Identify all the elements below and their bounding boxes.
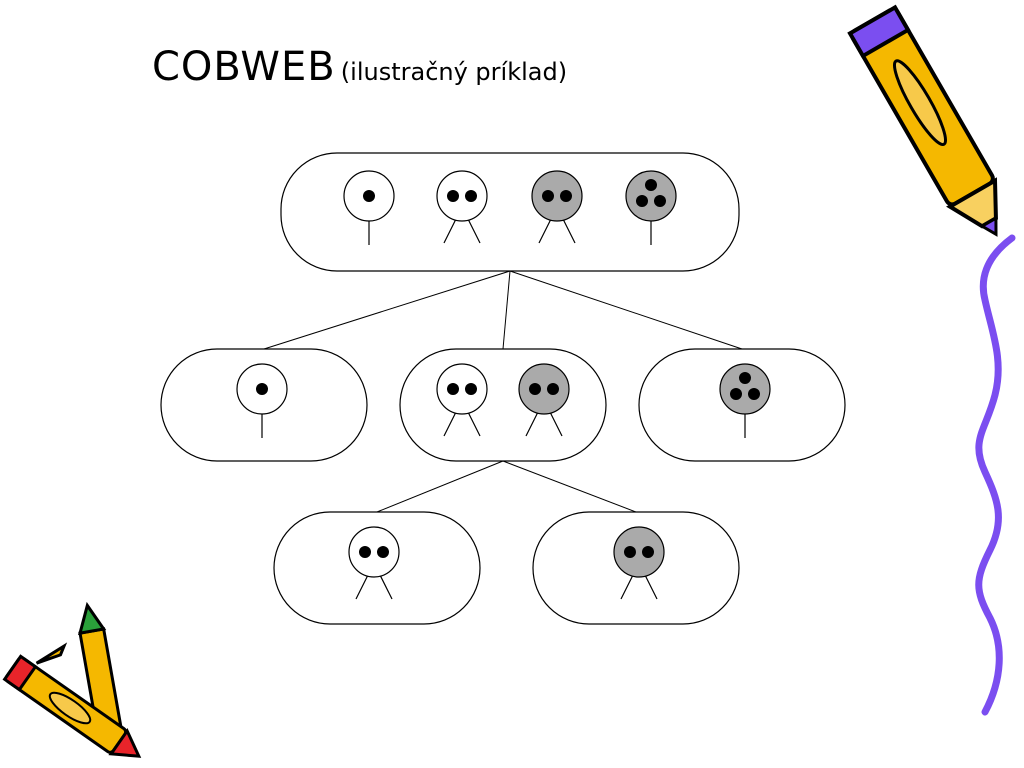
cell-grey-3 bbox=[625, 170, 677, 245]
nucleus-dot bbox=[256, 383, 268, 395]
nucleus-dot bbox=[465, 383, 477, 395]
nucleus-dot bbox=[748, 388, 760, 400]
nucleus-dot bbox=[542, 190, 554, 202]
nucleus-dot bbox=[636, 195, 648, 207]
cell-grey-2 bbox=[613, 526, 665, 600]
tree-edge bbox=[263, 270, 511, 350]
nucleus-dot bbox=[560, 190, 572, 202]
nucleus-dot bbox=[654, 195, 666, 207]
nucleus-dot bbox=[447, 383, 459, 395]
cell-white-1 bbox=[343, 170, 395, 245]
nucleus-dot bbox=[447, 190, 459, 202]
tree-edge bbox=[502, 460, 637, 513]
nucleus-dot bbox=[645, 179, 657, 191]
page-title: COBWEB (ilustračný príklad) bbox=[152, 44, 567, 90]
cell-white-2 bbox=[436, 170, 488, 244]
cell-grey-2 bbox=[518, 363, 570, 437]
node-frame bbox=[280, 152, 740, 272]
tree-edge bbox=[376, 460, 504, 513]
nucleus-dot bbox=[547, 383, 559, 395]
cell-grey-3 bbox=[719, 363, 771, 438]
concept-node-c bbox=[638, 348, 846, 462]
nucleus-dot bbox=[359, 546, 371, 558]
tree-nodes bbox=[160, 152, 846, 625]
title-subtitle: (ilustračný príklad) bbox=[340, 58, 568, 86]
nucleus-dot bbox=[363, 190, 375, 202]
node-frame bbox=[399, 348, 607, 462]
title-main: COBWEB bbox=[152, 44, 336, 90]
cell-grey-2 bbox=[531, 170, 583, 244]
concept-node-b2 bbox=[532, 511, 740, 625]
tree-edge bbox=[509, 270, 743, 350]
tree-edges bbox=[263, 270, 743, 513]
nucleus-dot bbox=[739, 372, 751, 384]
nucleus-dot bbox=[642, 546, 654, 558]
cell-white-2 bbox=[436, 363, 488, 437]
nucleus-dot bbox=[529, 383, 541, 395]
nucleus-dot bbox=[377, 546, 389, 558]
concept-node-b bbox=[399, 348, 607, 462]
cell-white-2 bbox=[348, 526, 400, 600]
nucleus-dot bbox=[730, 388, 742, 400]
concept-node-root bbox=[280, 152, 740, 272]
nucleus-dot bbox=[465, 190, 477, 202]
tree-edge bbox=[502, 270, 511, 350]
concept-node-a bbox=[160, 348, 368, 462]
cell-white-1 bbox=[236, 363, 288, 438]
concept-node-b1 bbox=[273, 511, 481, 625]
nucleus-dot bbox=[624, 546, 636, 558]
